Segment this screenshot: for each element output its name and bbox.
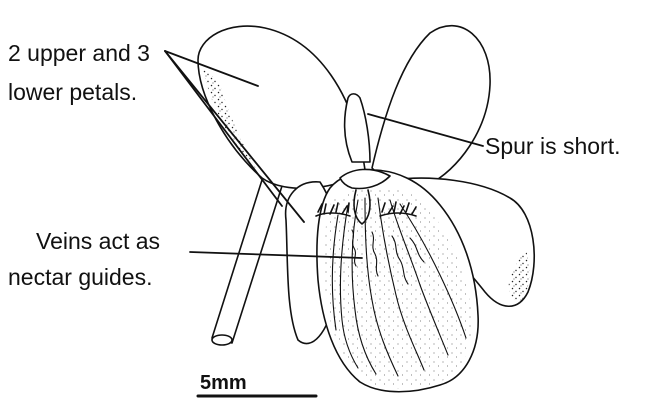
veins-label-line-2: nectar guides. [8,263,152,291]
upper-left-petal [198,26,365,188]
petals-label-line-1: 2 upper and 3 [8,39,150,67]
upper-right-petal [372,26,490,187]
spur-label: Spur is short. [485,132,621,160]
petals-label-line-2: lower petals. [8,78,137,106]
scale-bar-label: 5mm [200,369,247,397]
flower-stalk [212,180,282,345]
spur [345,94,370,162]
veins-label-line-1: Veins act as [36,227,160,255]
